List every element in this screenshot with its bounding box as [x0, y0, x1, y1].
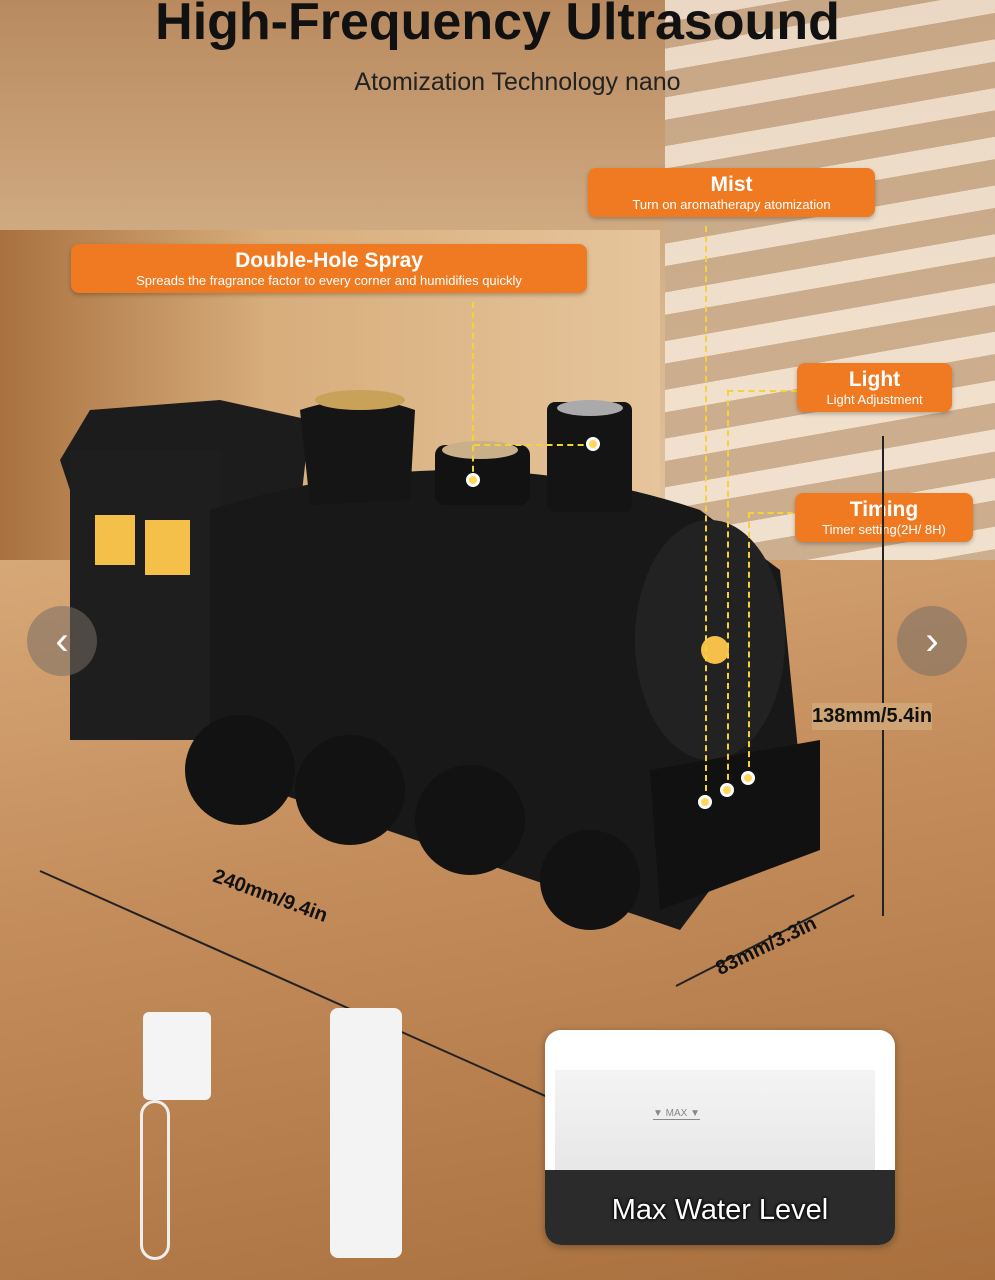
water-tank: [555, 1070, 875, 1180]
next-image-button[interactable]: ›: [897, 606, 967, 676]
max-water-level-inset: ▼ MAX ▼ Max Water Level: [545, 1030, 895, 1245]
callout-desc: Light Adjustment: [826, 392, 923, 407]
callout-title: Mist: [710, 173, 753, 196]
leader-line: [748, 512, 793, 777]
callout-mist: Mist Turn on aromatherapy atomization: [588, 168, 875, 217]
train-diffuser: [60, 390, 820, 930]
subheadline: Atomization Technology nano: [354, 68, 681, 96]
hotspot-dot: [698, 795, 712, 809]
callout-desc: Turn on aromatherapy atomization: [632, 197, 831, 212]
window-blinds: [665, 0, 995, 560]
headline: High-Frequency Ultrasound: [155, 0, 840, 51]
max-water-level-label: Max Water Level: [611, 1194, 829, 1226]
callout-timing: Timing Timer setting(2H/ 8H): [795, 493, 973, 542]
callout-title: Light: [848, 368, 901, 391]
max-marker: ▼ MAX ▼: [653, 1108, 701, 1120]
leader-line: [472, 302, 474, 482]
hotspot-dot: [466, 473, 480, 487]
chevron-right-icon: ›: [925, 618, 939, 663]
callout-desc: Timer setting(2H/ 8H): [822, 522, 946, 537]
train-base: [545, 1170, 895, 1245]
leader-line: [705, 226, 707, 801]
callout-double-hole-spray: Double-Hole Spray Spreads the fragrance …: [71, 244, 587, 293]
hotspot-dot: [720, 783, 734, 797]
callout-light: Light Light Adjustment: [797, 363, 952, 412]
height-dimension-line: [882, 436, 884, 916]
callout-desc: Spreads the fragrance factor to every co…: [136, 273, 522, 288]
power-cable: [140, 1100, 170, 1260]
hotspot-dot: [586, 437, 600, 451]
height-dimension: 138mm/5.4in: [812, 703, 933, 730]
leader-line: [727, 390, 797, 790]
chevron-left-icon: ‹: [55, 618, 69, 663]
power-adapter: [143, 1012, 211, 1100]
remote-control: [330, 1008, 402, 1258]
callout-title: Double-Hole Spray: [235, 249, 423, 272]
callout-title: Timing: [805, 498, 963, 522]
previous-image-button[interactable]: ‹: [27, 606, 97, 676]
leader-line: [474, 444, 594, 446]
hotspot-dot: [741, 771, 755, 785]
